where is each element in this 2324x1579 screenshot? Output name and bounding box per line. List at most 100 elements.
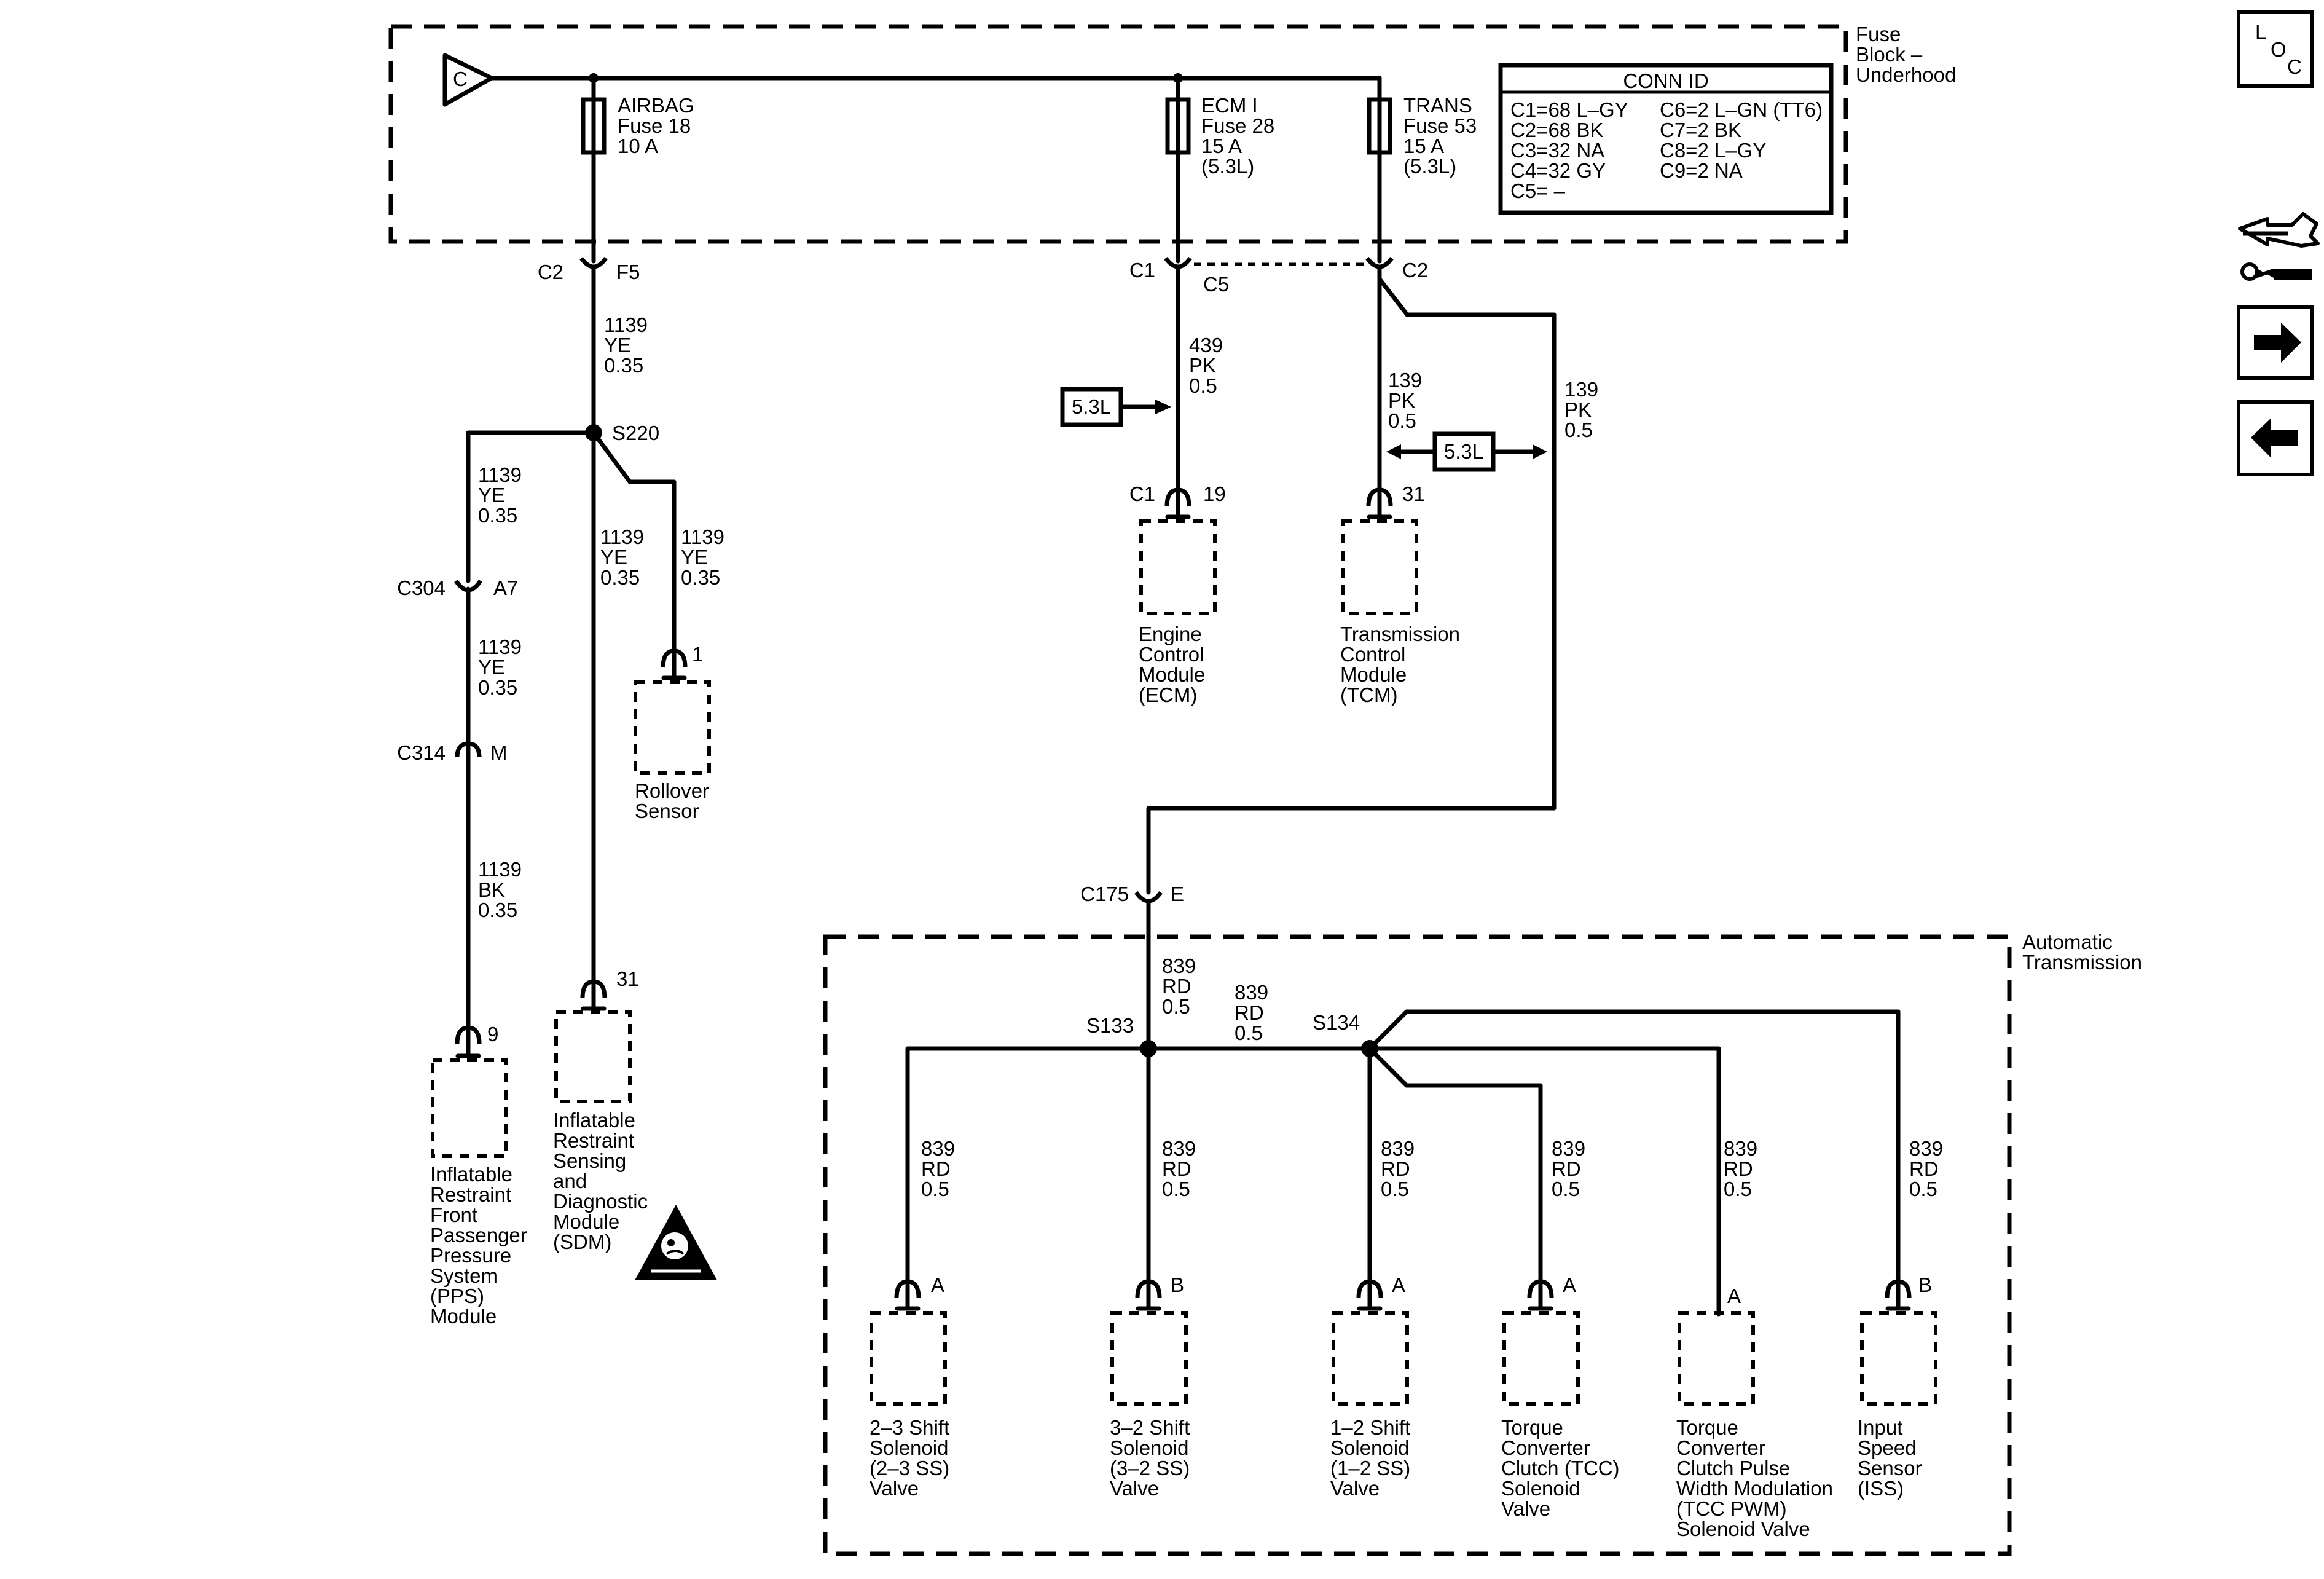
wire-1139-c304-color: YE <box>478 656 505 679</box>
wire-1139-bk-color: BK <box>478 878 505 901</box>
fuse-block-label-1: Fuse <box>1856 23 1901 45</box>
tcc-label-3: Clutch (TCC) <box>1501 1457 1620 1479</box>
sdm-label-4: and <box>553 1170 587 1192</box>
sdm-label-6: Module <box>553 1210 619 1233</box>
sdm-module <box>554 979 632 1103</box>
side-toolbar: L O C <box>2237 10 2320 476</box>
component-locator-icon[interactable] <box>2238 212 2320 281</box>
pps-label-5: Pressure <box>430 1244 511 1267</box>
sol-32-label-4: Valve <box>1110 1477 1159 1500</box>
pps-label-1: Inflatable <box>430 1163 512 1186</box>
option-tag-ecm-text: 5.3L <box>1072 395 1111 418</box>
pps-label-4: Passenger <box>430 1224 527 1246</box>
tcc-pwm-label-1: Torque <box>1676 1416 1738 1439</box>
wire-1139-right-color: YE <box>681 546 708 569</box>
fuse-trans-number: Fuse 53 <box>1403 114 1477 137</box>
c1-c5-right-label: C5 <box>1203 273 1229 296</box>
option-tag-ecm: 5.3L <box>1060 387 1171 427</box>
tcm-label-4: (TCM) <box>1340 683 1397 706</box>
wire-1139-right-gauge: 0.35 <box>681 566 720 589</box>
pps-label-6: System <box>430 1264 498 1287</box>
wire-139-trans-gauge: 0.5 <box>1564 419 1593 441</box>
ecm-tcm-circuit: C1 C5 C2 439 PK 0.5 5.3L C1 19 Engine Co… <box>1060 258 1598 895</box>
fuse-trans-option: (5.3L) <box>1403 155 1456 178</box>
wire-839-mid-num: 839 <box>1235 981 1268 1004</box>
sol-12-pin: A <box>1392 1274 1405 1296</box>
sol-32-label-1: 3–2 Shift <box>1110 1416 1190 1439</box>
c2-f5-left-label: C2 <box>538 261 563 283</box>
sol-23-pin: A <box>931 1274 944 1296</box>
wire-839-23-num: 839 <box>921 1137 955 1160</box>
sol-23-label-4: Valve <box>870 1477 919 1500</box>
wire-139-tcm-gauge: 0.5 <box>1388 409 1416 432</box>
loc-icon[interactable]: L O C <box>2237 10 2314 88</box>
tcc-label-5: Valve <box>1501 1497 1550 1520</box>
tcm-label-1: Transmission <box>1340 623 1460 645</box>
wire-839-c175-color: RD <box>1162 975 1191 998</box>
wire-1139-mid-gauge: 0.35 <box>600 566 640 589</box>
transmission-label-2: Transmission <box>2022 951 2142 974</box>
conn-id-table: CONN ID C1=68 L–GY C2=68 BK C3=32 NA C4=… <box>1498 63 1834 215</box>
wire-1139-left-color: YE <box>478 484 505 506</box>
wire-839-12-gauge: 0.5 <box>1381 1178 1409 1200</box>
tcc-pwm-label-2: Converter <box>1676 1436 1765 1459</box>
splice-s133-label: S133 <box>1086 1014 1134 1037</box>
tcc-label-4: Solenoid <box>1501 1477 1580 1500</box>
fuse-airbag: AIRBAG Fuse 18 10 A <box>581 76 694 264</box>
fuse-ecm-name: ECM I <box>1201 94 1258 117</box>
sdm-label-7: (SDM) <box>553 1231 611 1253</box>
previous-arrow-icon[interactable] <box>2237 400 2314 476</box>
sol-12-label-3: (1–2 SS) <box>1330 1457 1410 1479</box>
conn-id-c6: C6=2 L–GN (TT6) <box>1660 98 1823 121</box>
wire-839-32-num: 839 <box>1162 1137 1196 1160</box>
splice-s220-label: S220 <box>612 422 659 444</box>
conn-id-c5: C5= – <box>1510 179 1566 202</box>
sol-23-label-1: 2–3 Shift <box>870 1416 949 1439</box>
rollover-sensor <box>634 648 711 775</box>
tcc-label-1: Torque <box>1501 1416 1563 1439</box>
wire-439-gauge: 0.5 <box>1189 374 1217 397</box>
airbag-circuit: C2 F5 1139 YE 0.35 S220 1139 YE 0.35 C30… <box>397 258 724 1328</box>
wire-1139-mid-num: 1139 <box>600 526 644 548</box>
wire-839-12-num: 839 <box>1381 1137 1415 1160</box>
conn-id-c9: C9=2 NA <box>1660 159 1743 182</box>
source-connector-label: C <box>453 68 468 90</box>
connector-c314 <box>455 741 482 774</box>
fuse-trans-name: TRANS <box>1403 94 1472 117</box>
fuse-ecm-option: (5.3L) <box>1201 155 1254 178</box>
pps-pin-label: 9 <box>487 1023 498 1045</box>
wire-1139-c304-num: 1139 <box>478 636 522 658</box>
loc-letter-o: O <box>2271 38 2287 61</box>
sdm-pin-label: 31 <box>616 967 639 990</box>
fuse-trans: TRANS Fuse 53 15 A (5.3L) <box>1367 76 1477 264</box>
wire-1139-top-color: YE <box>604 334 631 356</box>
splice-s134-label: S134 <box>1313 1011 1360 1034</box>
sol-12-label-4: Valve <box>1330 1477 1380 1500</box>
fuse-block-underhood: Fuse Block – Underhood C AIRBAG Fuse 18 … <box>388 23 1956 264</box>
pps-label-3: Front <box>430 1203 477 1226</box>
ecm-label-2: Control <box>1139 643 1204 666</box>
next-arrow-icon[interactable] <box>2237 305 2314 380</box>
fuse-airbag-rating: 10 A <box>618 135 658 157</box>
wire-1139-left-gauge: 0.35 <box>478 504 517 527</box>
wire-839-pwm-color: RD <box>1724 1157 1753 1180</box>
iss-label-1: Input <box>1858 1416 1902 1439</box>
loc-letter-c: C <box>2287 55 2302 78</box>
wire-839-mid-gauge: 0.5 <box>1235 1022 1263 1044</box>
sdm-label-3: Sensing <box>553 1149 626 1172</box>
sol-32-label-3: (3–2 SS) <box>1110 1457 1190 1479</box>
wire-839-tcc-gauge: 0.5 <box>1552 1178 1580 1200</box>
sol-12-label-1: 1–2 Shift <box>1330 1416 1410 1439</box>
ecm-conn-label: C1 <box>1129 482 1155 505</box>
transmission-label-1: Automatic <box>2022 931 2113 953</box>
c2-trans-right-label: C2 <box>1402 259 1428 282</box>
c314-right-label: M <box>490 741 508 764</box>
iss-label-4: (ISS) <box>1858 1477 1904 1500</box>
sol-23-label-3: (2–3 SS) <box>870 1457 949 1479</box>
source-connector-c: C <box>442 53 494 107</box>
tcc-pwm-solenoid <box>1678 1311 1755 1406</box>
sdm-label-2: Restraint <box>553 1129 634 1152</box>
wire-839-iss-num: 839 <box>1909 1137 1943 1160</box>
pps-label-8: Module <box>430 1305 497 1328</box>
